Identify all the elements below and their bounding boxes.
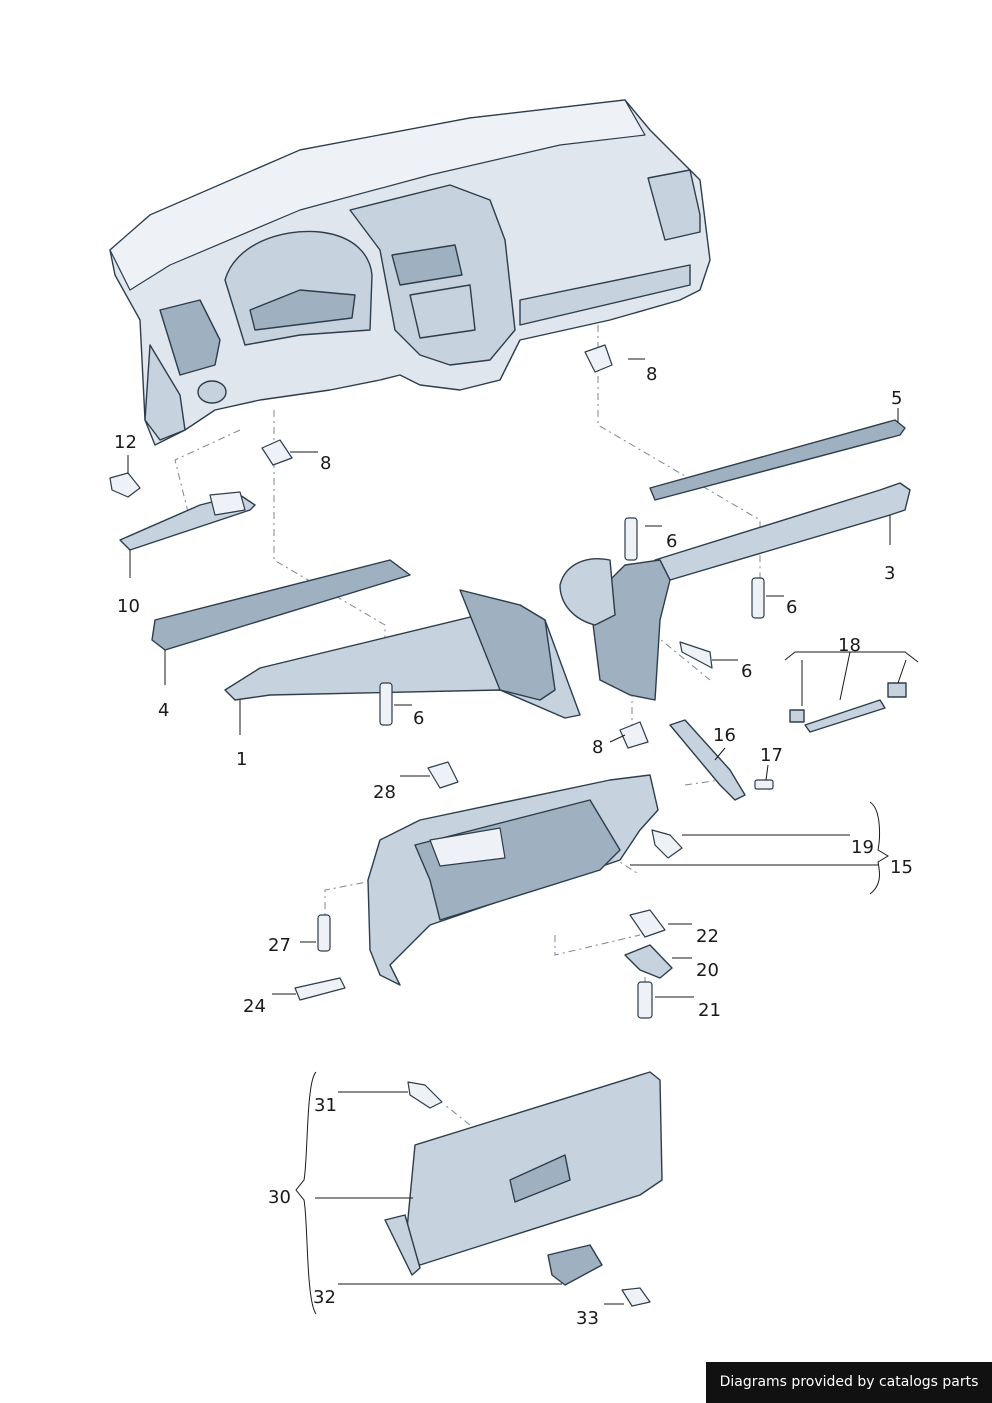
part-17-screw	[754, 779, 774, 790]
part-5-trim-strip	[649, 419, 906, 501]
part-8-clip-a	[584, 344, 613, 373]
part-27-screw	[317, 914, 331, 952]
callout-15: 15	[890, 857, 913, 878]
callout-labels: 1 3 4 5 6 6 6 6 8 8 8 10 12 15 16 17 18 …	[114, 364, 913, 1329]
callout-6d: 6	[413, 708, 424, 729]
callout-6b: 6	[786, 597, 797, 618]
part-1-dash-trim-left	[224, 589, 581, 719]
callout-1: 1	[236, 749, 247, 770]
part-15-glovebox-housing	[367, 774, 659, 986]
callout-4: 4	[158, 700, 169, 721]
callout-8b: 8	[320, 453, 331, 474]
callout-6a: 6	[666, 531, 677, 552]
part-20-bracket	[624, 944, 673, 979]
part-19-bolt	[651, 829, 683, 859]
callout-8a: 8	[646, 364, 657, 385]
part-28-clip	[427, 761, 459, 789]
part-31-screw	[407, 1081, 443, 1109]
part-6-screw-c	[679, 641, 713, 669]
part-6-screw-b	[751, 577, 765, 619]
callout-19: 19	[851, 837, 874, 858]
part-18-wiring	[789, 682, 907, 733]
callout-20: 20	[696, 960, 719, 981]
part-33-lock	[621, 1287, 651, 1307]
callout-21: 21	[698, 1000, 721, 1021]
callout-3: 3	[884, 563, 895, 584]
callout-27: 27	[268, 935, 291, 956]
callout-8c: 8	[592, 737, 603, 758]
part-4-trim-strip-left	[151, 559, 411, 651]
part-30-glovebox-lid	[384, 1071, 663, 1276]
callout-32: 32	[313, 1287, 336, 1308]
part-8-clip-b	[261, 439, 293, 466]
callout-16: 16	[713, 725, 736, 746]
callout-18: 18	[838, 635, 861, 656]
part-21-bolt	[637, 981, 653, 1019]
part-32-latch	[547, 1244, 603, 1286]
part-24-pin	[294, 977, 346, 1001]
leader-lines	[127, 358, 919, 1315]
part-6-screw-a	[624, 517, 638, 561]
callout-28: 28	[373, 782, 396, 803]
part-16-hinge	[669, 719, 746, 801]
callout-24: 24	[243, 996, 266, 1017]
part-8-clip-c	[619, 721, 649, 749]
callout-10: 10	[117, 596, 140, 617]
credit-banner: Diagrams provided by catalogs parts	[706, 1362, 992, 1403]
callout-6c: 6	[741, 661, 752, 682]
part-6-screw-d	[379, 682, 393, 726]
callout-30: 30	[268, 1187, 291, 1208]
callout-31: 31	[314, 1095, 337, 1116]
part-12-clip	[109, 472, 141, 498]
callout-33: 33	[576, 1308, 599, 1329]
callout-5: 5	[891, 388, 902, 409]
callout-17: 17	[760, 745, 783, 766]
part-22-clip	[629, 909, 666, 938]
callout-22: 22	[696, 926, 719, 947]
callout-12: 12	[114, 432, 137, 453]
part-3-dash-trim-right	[559, 482, 911, 701]
dashboard-assembly	[109, 99, 711, 446]
part-10-bracket	[119, 491, 256, 551]
